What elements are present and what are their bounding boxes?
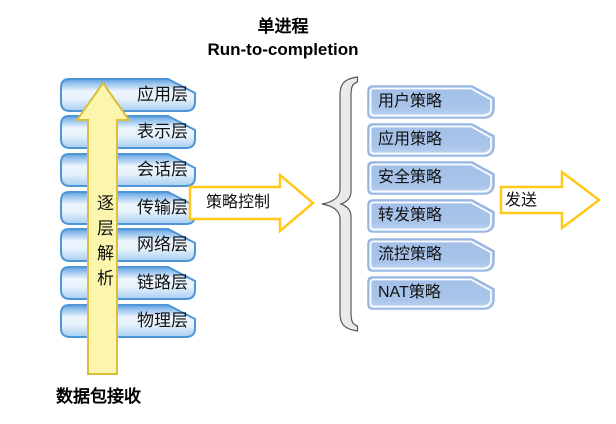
osi-layer-label: 应用层 [137,85,188,104]
policy-box-forwarding: 转发策略 [367,199,495,233]
packet-receive-label: 数据包接收 [56,387,141,406]
policy-label: 流控策略 [378,246,443,263]
policy-label: 安全策略 [378,169,443,186]
osi-layer-box-application: 应用层 [60,78,196,112]
osi-layer-label: 会话层 [137,160,188,179]
title-line-en: Run-to-completion [207,40,359,59]
osi-layer-box-transport: 传输层 [60,191,196,225]
osi-layer-box-physical: 物理层 [60,304,196,338]
policy-label: 用户策略 [378,93,443,110]
policy-label: 应用策略 [378,131,443,148]
policy-box-security: 安全策略 [367,161,495,195]
osi-layer-label: 物理层 [137,311,188,330]
osi-layer-label: 网络层 [137,235,188,254]
osi-layer-box-session: 会话层 [60,153,196,187]
policy-label: NAT策略 [378,284,441,301]
osi-layer-box-presentation: 表示层 [60,115,196,149]
osi-layer-label: 链路层 [137,273,188,292]
osi-layer-box-link: 链路层 [60,266,196,300]
up-arrow-label: 逐层解析 [94,194,113,294]
osi-layer-label: 传输层 [137,198,188,217]
policy-control-arrow-label: 策略控制 [205,194,270,211]
policy-box-nat: NAT策略 [367,276,495,310]
policy-box-application: 应用策略 [367,123,495,157]
page-title: 单进程 Run-to-completion [128,15,438,61]
brace-icon [321,76,359,332]
policy-box-user: 用户策略 [367,85,495,119]
osi-layer-box-network: 网络层 [60,228,196,262]
policy-label: 转发策略 [378,207,443,224]
policy-box-flow-control: 流控策略 [367,238,495,272]
osi-layer-label: 表示层 [137,122,188,141]
send-arrow-label: 发送 [505,192,538,209]
title-line-cn: 单进程 [257,17,309,36]
